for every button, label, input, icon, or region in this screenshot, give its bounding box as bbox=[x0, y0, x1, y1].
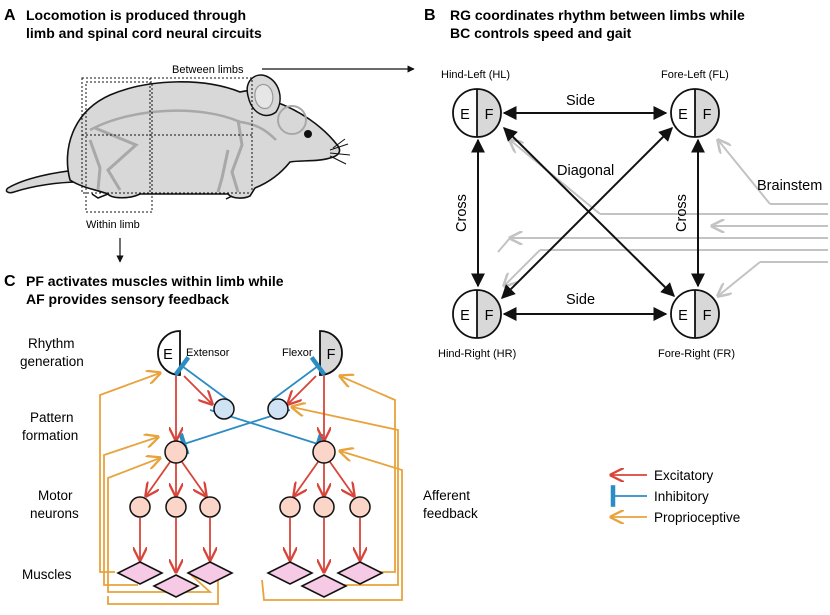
cross-label-left: Cross bbox=[454, 194, 470, 232]
legend: Excitatory Inhibitory Proprioceptive bbox=[611, 468, 740, 525]
rg-e-letter: E bbox=[163, 347, 173, 363]
muscle-2 bbox=[152, 574, 200, 598]
rg-flexor: F bbox=[319, 330, 343, 376]
between-limbs-label: Between limbs bbox=[172, 64, 244, 76]
pf-neuron-extensor bbox=[164, 440, 188, 464]
label-rhythm-1: Rhythm bbox=[28, 336, 75, 351]
hind-right-label: Hind-Right (HR) bbox=[438, 348, 516, 360]
rg-f-letter: F bbox=[327, 347, 336, 363]
inhibitory-connections bbox=[173, 355, 327, 455]
muscle-3 bbox=[186, 561, 234, 585]
node-fl-e: E bbox=[678, 107, 688, 123]
legend-proprioceptive-label: Proprioceptive bbox=[654, 510, 740, 525]
flexor-label: Flexor bbox=[282, 347, 313, 359]
panel-b-title-line2: BC controls speed and gait bbox=[450, 25, 632, 41]
label-afferent-1: Afferent bbox=[423, 488, 470, 503]
node-hr-e: E bbox=[460, 308, 470, 324]
motor-neuron-6 bbox=[349, 496, 371, 518]
node-fr-f: F bbox=[703, 308, 712, 324]
mouse-illustration bbox=[5, 74, 351, 200]
hind-left-label: Hind-Left (HL) bbox=[441, 69, 510, 81]
side-label-bottom: Side bbox=[566, 292, 595, 308]
panel-b-title-line1: RG coordinates rhythm between limbs whil… bbox=[450, 7, 745, 23]
label-afferent-2: feedback bbox=[423, 506, 478, 521]
node-fore-left: E F bbox=[670, 88, 720, 138]
motor-neuron-3 bbox=[199, 496, 221, 518]
node-fl-f: F bbox=[703, 107, 712, 123]
label-muscles: Muscles bbox=[22, 567, 72, 582]
muscle-5 bbox=[300, 574, 348, 598]
panel-a-letter: A bbox=[4, 7, 16, 24]
within-limb-box bbox=[85, 81, 153, 213]
brainstem-inputs bbox=[497, 140, 828, 296]
muscle-1 bbox=[116, 561, 164, 585]
label-pattern-2: formation bbox=[22, 428, 78, 443]
cross-label-right: Cross bbox=[674, 194, 690, 232]
node-fr-e: E bbox=[678, 308, 688, 324]
pf-neuron-flexor bbox=[312, 440, 336, 464]
muscles bbox=[116, 561, 384, 598]
diagonal-label: Diagonal bbox=[557, 163, 614, 179]
panel-c-title-line2: AF provides sensory feedback bbox=[26, 291, 229, 307]
label-rhythm-2: generation bbox=[20, 354, 84, 369]
node-hl-e: E bbox=[460, 107, 470, 123]
node-fore-right: E F bbox=[670, 289, 720, 339]
panel-b-letter: B bbox=[424, 7, 436, 24]
side-label-top: Side bbox=[566, 93, 595, 109]
muscle-4 bbox=[266, 561, 314, 585]
muscle-6 bbox=[336, 561, 384, 585]
panel-a-title-line2: limb and spinal cord neural circuits bbox=[26, 25, 262, 41]
brainstem-label: Brainstem bbox=[757, 178, 822, 194]
fore-right-label: Fore-Right (FR) bbox=[658, 348, 735, 360]
panel-a-title-line1: Locomotion is produced through bbox=[26, 7, 246, 23]
label-motor-1: Motor bbox=[38, 488, 73, 503]
node-hind-left: E F bbox=[452, 88, 502, 138]
within-limb-label: Within limb bbox=[86, 219, 140, 231]
panel-c-letter: C bbox=[4, 273, 16, 290]
motor-neuron-5 bbox=[313, 496, 335, 518]
motor-neuron-4 bbox=[279, 496, 301, 518]
motor-neuron-2 bbox=[165, 496, 187, 518]
node-hr-f: F bbox=[485, 308, 494, 324]
motor-neuron-1 bbox=[129, 496, 151, 518]
node-hind-right: E F bbox=[452, 289, 502, 339]
proprioceptive-loops bbox=[99, 373, 403, 605]
extensor-label: Extensor bbox=[186, 347, 230, 359]
label-pattern-1: Pattern bbox=[30, 410, 74, 425]
node-hl-f: F bbox=[485, 107, 494, 123]
excitatory-connections bbox=[140, 375, 360, 572]
fore-left-label: Fore-Left (FL) bbox=[661, 69, 729, 81]
interneuron-left bbox=[213, 398, 235, 420]
legend-inhibitory-label: Inhibitory bbox=[654, 489, 709, 504]
panel-c-title-line1: PF activates muscles within limb while bbox=[26, 273, 284, 289]
label-motor-2: neurons bbox=[30, 506, 79, 521]
coordination-arrows bbox=[471, 106, 705, 321]
interneuron-right bbox=[267, 398, 289, 420]
rg-extensor: E bbox=[157, 330, 181, 376]
legend-excitatory-label: Excitatory bbox=[654, 468, 714, 483]
